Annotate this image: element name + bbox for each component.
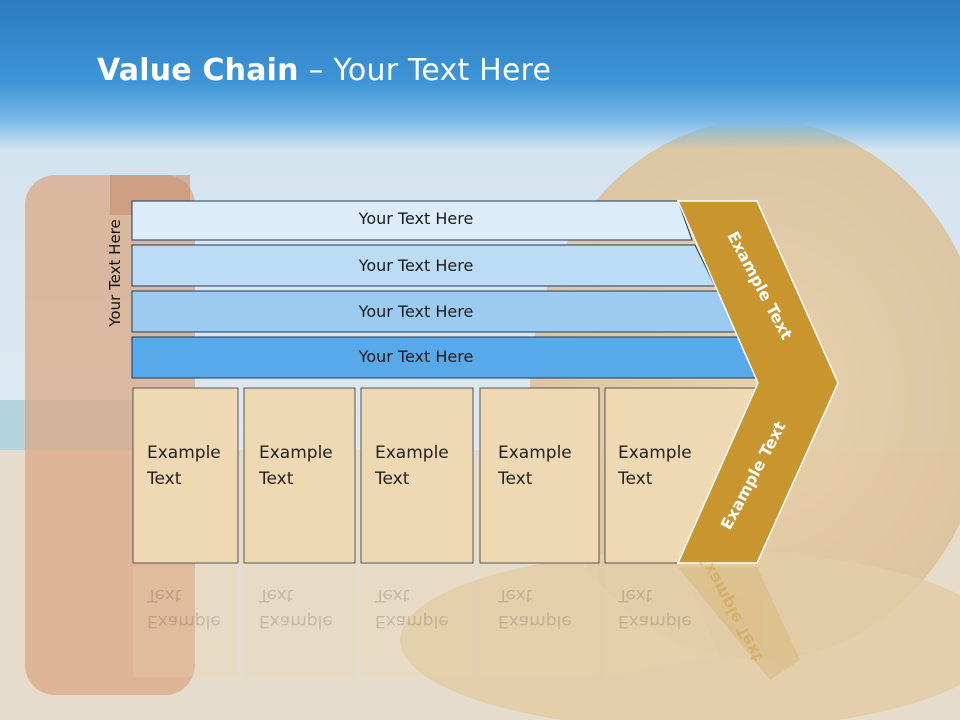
diagram-reflection [133,567,800,680]
activity-box-1 [132,387,239,564]
band-1-label: Your Text Here [358,209,474,228]
band-3-label: Your Text Here [358,302,474,321]
activity-box-4 [479,387,600,564]
margin-chevron [676,200,839,564]
title-bold: Value Chain [97,53,299,88]
activity-box-3 [360,387,474,564]
band-4-label: Your Text Here [358,347,474,366]
activity-box-2 [243,387,356,564]
slide-title: Value Chain – Your Text Here [97,53,551,88]
title-rest: – Your Text Here [298,53,552,88]
band-1 [131,200,693,241]
header-bar [0,0,960,150]
band-2-label: Your Text Here [358,256,474,275]
